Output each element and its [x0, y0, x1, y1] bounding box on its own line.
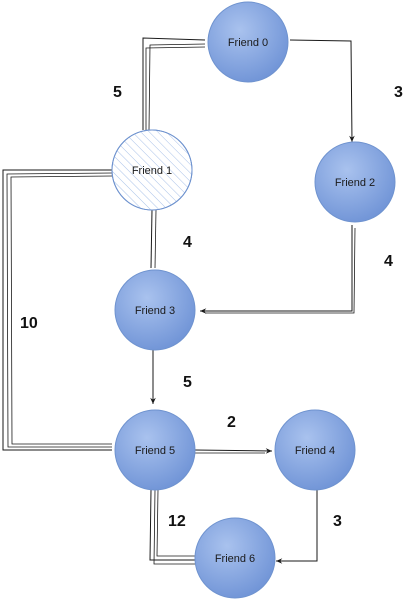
- node-label: Friend 5: [135, 445, 175, 457]
- edge-label-friend1-friend3: 4: [183, 234, 192, 251]
- edge-friend5-friend4: [194, 448, 273, 454]
- edge-label-friend5-friend6: 12: [168, 513, 186, 530]
- node-friend-6: Friend 6: [194, 517, 276, 599]
- node-label: Friend 6: [215, 553, 255, 565]
- node-friend-0: Friend 0: [207, 1, 289, 83]
- edge-friend0-friend2: [289, 39, 355, 143]
- edge-label-friend5-friend4: 2: [227, 414, 236, 431]
- edge-label-friend0-friend1: 5: [113, 84, 122, 101]
- node-label: Friend 4: [295, 445, 335, 457]
- edge-label-friend4-friend6: 3: [333, 513, 342, 530]
- node-label: Friend 0: [228, 37, 268, 49]
- node-friend-5: Friend 5: [114, 409, 196, 491]
- node-label: Friend 3: [135, 305, 175, 317]
- edge-label-friend1-friend5: 10: [20, 315, 38, 332]
- edge-friend2-friend3: [200, 225, 356, 314]
- edge-friend1-friend3: [150, 209, 157, 269]
- node-label: Friend 1: [132, 165, 172, 177]
- edge-friend0-friend1: [142, 37, 206, 131]
- edge-friend4-friend6: [276, 490, 318, 564]
- node-label: Friend 2: [335, 177, 375, 189]
- edge-friend5-friend6: [149, 489, 195, 565]
- edge-friend1-friend5: [2, 169, 113, 451]
- edge-label-friend0-friend2: 3: [394, 84, 403, 101]
- edge-label-friend2-friend3: 4: [384, 253, 393, 270]
- node-friend-3: Friend 3: [114, 269, 196, 351]
- edge-label-friend3-friend5: 5: [183, 374, 192, 391]
- node-friend-2: Friend 2: [314, 141, 396, 223]
- node-friend-4: Friend 4: [274, 409, 356, 491]
- node-friend-1: Friend 1: [111, 129, 193, 211]
